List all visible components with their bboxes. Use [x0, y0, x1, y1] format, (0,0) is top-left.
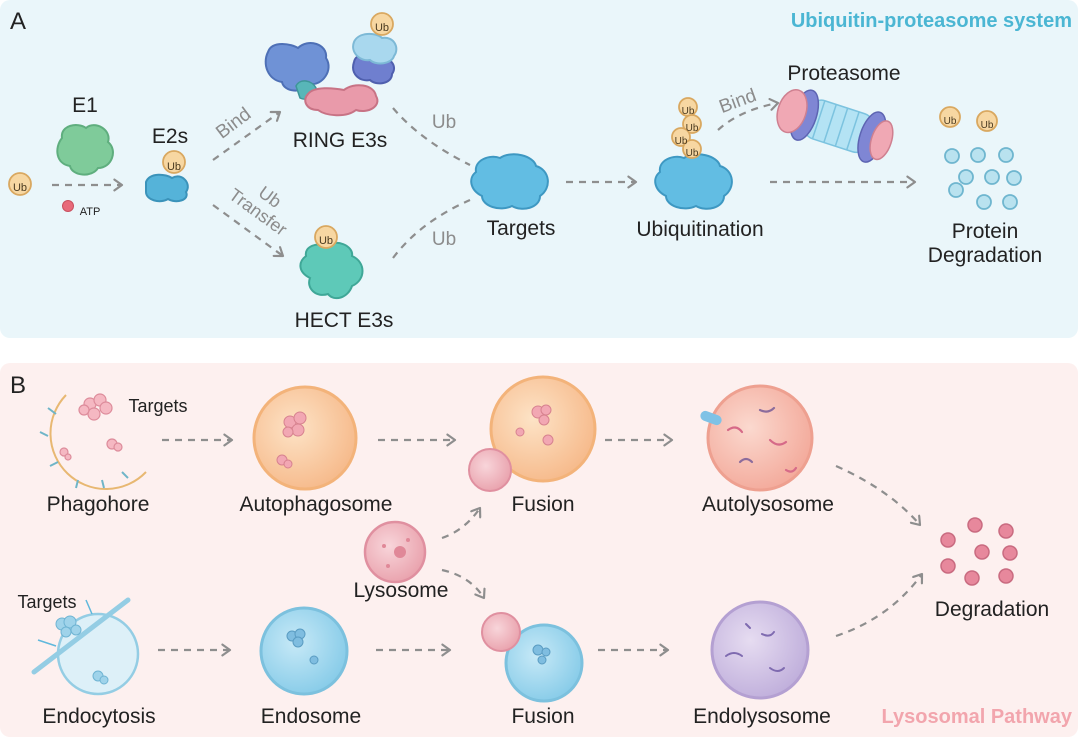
ub-on-hect: [314, 225, 338, 249]
e2s-label: E2s: [151, 125, 189, 148]
targets-top-label: Targets: [128, 396, 188, 416]
targets-label: Targets: [486, 217, 556, 240]
e1-protein: [56, 124, 114, 176]
ub-chain-2: [682, 114, 702, 134]
ring-e3-complex: [264, 32, 398, 117]
endolysosome-fragments: [725, 623, 785, 672]
ub-label-released-1: Ub: [943, 116, 957, 127]
phagophore-targets: [59, 393, 123, 461]
panel-b-title: Lysosomal Pathway: [881, 706, 1072, 728]
autolysosome: [706, 384, 814, 492]
arrow-bind-ring: [212, 110, 282, 161]
degraded-peptides-a: [944, 147, 1022, 210]
fusion-cargo-top: [515, 404, 554, 446]
proteasome-cap-left: [776, 89, 808, 134]
targets-bottom-label: Targets: [17, 592, 77, 612]
plasma-membrane: [31, 597, 131, 675]
ub-label-ring: Ub: [374, 22, 390, 34]
protein-degradation-label-2: Degradation: [927, 244, 1043, 267]
ub-label-chain-1: Ub: [681, 106, 695, 117]
arrow-bind-proteasome: [717, 97, 780, 131]
endocytosis-label: Endocytosis: [42, 705, 156, 728]
ub-released-1: [939, 106, 961, 128]
ub-label-chain-3: Ub: [674, 136, 688, 147]
ub-label-chain-4: Ub: [685, 148, 699, 159]
ub-lower-label: Ub: [431, 229, 457, 250]
endosome-label: Endosome: [260, 705, 362, 728]
endocytosis-targets: [55, 615, 109, 685]
ring-e3-subunit-blue: [264, 42, 330, 92]
ub-label-free: Ub: [12, 182, 28, 194]
curves-a: [392, 107, 471, 259]
ub-circles: [8, 12, 998, 249]
ub-upper-label: Ub: [431, 112, 457, 133]
lysosome-contents: [382, 538, 410, 568]
atp-dot: [62, 200, 74, 212]
ubiquitinated-protein: [654, 153, 733, 210]
endocytosis-vesicle: [31, 597, 140, 696]
panel-a-title: Ubiquitin-proteasome system: [790, 10, 1072, 32]
ub-label-chain-2: Ub: [685, 123, 699, 134]
phagophore-membrane: [49, 394, 147, 490]
e1-label: E1: [72, 94, 98, 117]
ring-e3s-label: RING E3s: [292, 129, 388, 152]
endolysosome: [710, 600, 810, 700]
proteasome-cap-right: [869, 120, 894, 161]
arrow-endolysosome-degradation: [835, 572, 924, 638]
ub-chain-3: [671, 127, 691, 147]
fusion-autophagosome: [489, 375, 597, 483]
proteasome-complex: [776, 89, 894, 163]
arrow-lysosome-fusion-bottom: [441, 568, 486, 600]
ub-label-hect: Ub: [318, 235, 334, 247]
arrow-transfer-hect: [212, 204, 285, 258]
phagohore-label: Phagohore: [46, 493, 150, 516]
ub-label-released-2: Ub: [980, 120, 994, 131]
endocytosis-pointers: [37, 599, 93, 647]
target-protein: [470, 153, 549, 210]
lysosome-label: Lysosome: [353, 579, 449, 602]
ub-label-e2: Ub: [166, 161, 182, 173]
proteasome-label: Proteasome: [787, 62, 901, 85]
ub-on-ring: [370, 12, 394, 36]
fusion-bottom-label: Fusion: [511, 705, 575, 728]
arrow-lysosome-fusion-top: [441, 506, 482, 540]
atp-label: ATP: [79, 206, 101, 218]
fusion-top-label: Fusion: [511, 493, 575, 516]
degradation-label: Degradation: [934, 598, 1050, 621]
hect-e3s-label: HECT E3s: [294, 309, 394, 332]
autophagosome: [252, 385, 358, 491]
degraded-peptides-b: [940, 517, 1018, 586]
ub-on-e2: [162, 150, 186, 174]
fusion-lysosome-bottom: [481, 612, 521, 652]
autophagosome-label: Autophagosome: [239, 493, 393, 516]
autolysosome-receptor: [700, 410, 722, 426]
autolysosome-fragments: [726, 406, 798, 473]
panel-a-letter: A: [10, 8, 27, 35]
arrows-a: [52, 97, 917, 258]
ring-e3-subunit-lightblue: [352, 32, 398, 65]
ring-e3-subunit-pink: [304, 84, 379, 117]
panel-b-letter: B: [10, 372, 27, 399]
autophagosome-cargo: [276, 411, 307, 469]
fusion-lysosome-top: [468, 448, 512, 492]
ubiquitination-label: Ubiquitination: [636, 218, 764, 241]
phagophore-receptors: [39, 407, 129, 489]
endolysosome-label: Endolysosome: [693, 705, 831, 728]
fusion-cargo-bottom: [532, 644, 551, 665]
endosome-cargo: [286, 628, 319, 665]
ub-free: [8, 172, 32, 196]
arrows-b: [158, 433, 924, 657]
ub-chain-4: [682, 139, 702, 159]
curve-ring-targets: [392, 107, 471, 166]
e2-protein: [145, 173, 189, 203]
autolysosome-label: Autolysosome: [702, 493, 834, 516]
arrow-autolysosome-degradation: [835, 464, 922, 527]
endosome: [259, 606, 349, 696]
ub-released-2: [976, 110, 998, 132]
protein-degradation-label-1: Protein: [951, 220, 1019, 243]
